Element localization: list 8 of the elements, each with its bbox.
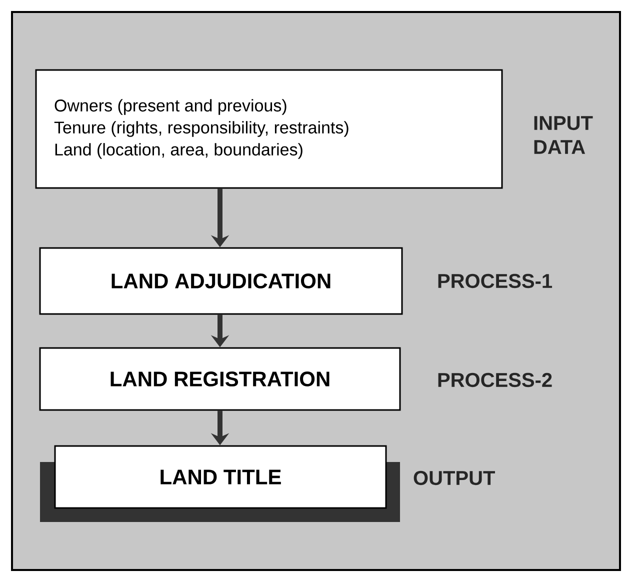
process-box: Owners (present and previous) Tenure (rights, responsibility, restraints) Land (location, area, boundaries) bbox=[35, 69, 503, 189]
process-box: LAND ADJUDICATION bbox=[39, 247, 403, 315]
process-box: LAND REGISTRATION bbox=[39, 347, 401, 411]
side-label: OUTPUT bbox=[414, 470, 495, 486]
process-box: LAND TITLE bbox=[40, 445, 400, 522]
side-label: INPUT DATA bbox=[534, 116, 593, 154]
side-label: PROCESS-1 bbox=[438, 274, 552, 288]
side-label: PROCESS-2 bbox=[438, 372, 552, 388]
